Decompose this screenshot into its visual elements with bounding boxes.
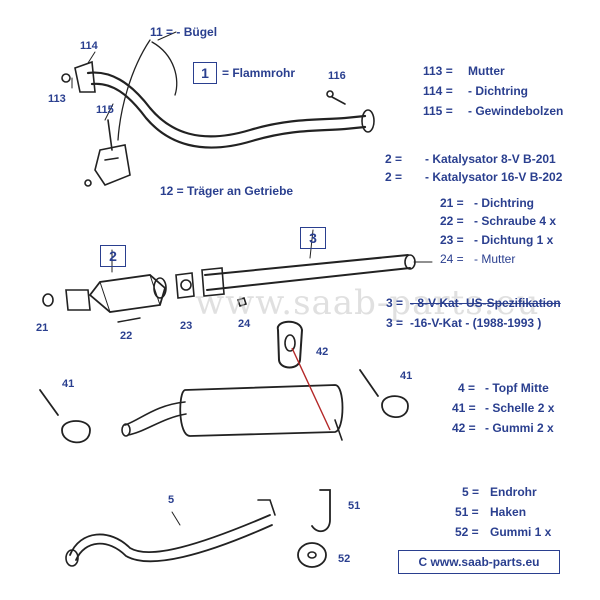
muffler-pipe	[124, 401, 186, 426]
callout-116: 116	[328, 70, 346, 82]
legend-text: - Katalysator 8-V B-201	[425, 152, 556, 166]
callout-11: 11 = - Bügel	[150, 25, 218, 39]
legend-key: 113 =	[423, 64, 453, 78]
legend-key: 42 =	[452, 421, 476, 435]
callout-51: 51	[348, 500, 361, 512]
flange-ear	[74, 60, 96, 93]
hook-51	[311, 489, 331, 533]
legend-text: Gummi 1 x	[490, 525, 552, 539]
legend-text: Haken	[490, 505, 527, 519]
legend-text: - Dichtring	[468, 84, 528, 98]
screw-22	[117, 317, 141, 323]
legend-key: 4 =	[458, 381, 476, 395]
legend-text: Endrohr	[490, 485, 537, 499]
front-pipe	[86, 71, 367, 138]
callout-2-box: 2	[100, 245, 126, 267]
legend-key: 51 =	[455, 505, 479, 519]
legend-text: - Gewindebolzen	[468, 104, 564, 118]
middle-pipe	[204, 254, 409, 276]
legend-text: - Dichtung 1 x	[474, 233, 554, 247]
legend-text-strikethrough: - 8-V-Kat- US-Spezifikation	[410, 296, 561, 310]
legend-text: - Schraube 4 x	[474, 214, 557, 228]
callout-1-box: 1	[193, 62, 217, 84]
legend-key: 114 =	[423, 84, 453, 98]
callout-3-box: 3	[300, 227, 326, 249]
legend-key: 3 =	[386, 316, 404, 330]
legend-text: - Dichtring	[474, 196, 534, 210]
legend-key: 22 =	[440, 214, 464, 228]
callout-24: 24	[238, 318, 251, 330]
legend-text: - Mutter	[474, 252, 516, 266]
callout-42: 42	[316, 346, 329, 358]
gasket-21	[42, 293, 54, 307]
catalyst	[88, 274, 167, 313]
callout-41-left: 41	[62, 378, 75, 390]
callout-52: 52	[338, 553, 351, 565]
legend-key: 24 =	[440, 252, 464, 266]
callout-22: 22	[120, 330, 133, 342]
legend-key: 41 =	[452, 401, 476, 415]
clamp-41-left	[61, 420, 91, 444]
cat-inlet-flange	[65, 289, 91, 311]
red-leader-42	[291, 347, 331, 431]
callout-115: 115	[96, 104, 114, 116]
callout-113: 113	[48, 93, 66, 105]
callout-5: 5	[168, 494, 175, 506]
legend-key: 3 =	[386, 296, 404, 310]
center-muffler	[179, 384, 344, 437]
legend-key: 52 =	[455, 525, 479, 539]
legend-text: -16-V-Kat - (1988-1993 )	[410, 316, 542, 330]
legend-key: 23 =	[440, 233, 464, 247]
nut-24	[236, 296, 248, 308]
legend-key: 5 =	[462, 485, 480, 499]
legend-key: 21 =	[440, 196, 464, 210]
callout-114: 114	[80, 40, 98, 52]
legend-text: Mutter	[468, 64, 505, 78]
front-pipe-flange	[361, 109, 375, 133]
callout-23: 23	[180, 320, 193, 332]
bracket-bugel	[117, 39, 151, 141]
clamp-41-right	[381, 395, 409, 419]
watermark: www.saab-parts.eu	[195, 283, 540, 323]
rubber-52	[297, 542, 327, 568]
callout-1-label: = Flammrohr	[222, 66, 296, 80]
legend-key: 2 =	[385, 152, 403, 166]
gasket-23	[175, 272, 195, 299]
legend-text: - Katalysator 16-V B-202	[425, 170, 563, 184]
callout-21: 21	[36, 322, 49, 334]
copyright-box: C www.saab-parts.eu	[398, 550, 560, 574]
front-pipe-inner	[90, 82, 367, 149]
legend-text: - Schelle 2 x	[485, 401, 555, 415]
legend-text: - Topf Mitte	[485, 381, 549, 395]
legend-key: 2 =	[385, 170, 403, 184]
tail-pipe	[69, 514, 271, 556]
legend-text: - Gummi 2 x	[485, 421, 554, 435]
rubber-hanger-42	[276, 320, 304, 369]
callout-41-right: 41	[400, 370, 413, 382]
legend-key: 115 =	[423, 104, 453, 118]
callout-12: 12 = Träger an Getriebe	[160, 184, 294, 198]
transmission-support	[94, 144, 131, 186]
